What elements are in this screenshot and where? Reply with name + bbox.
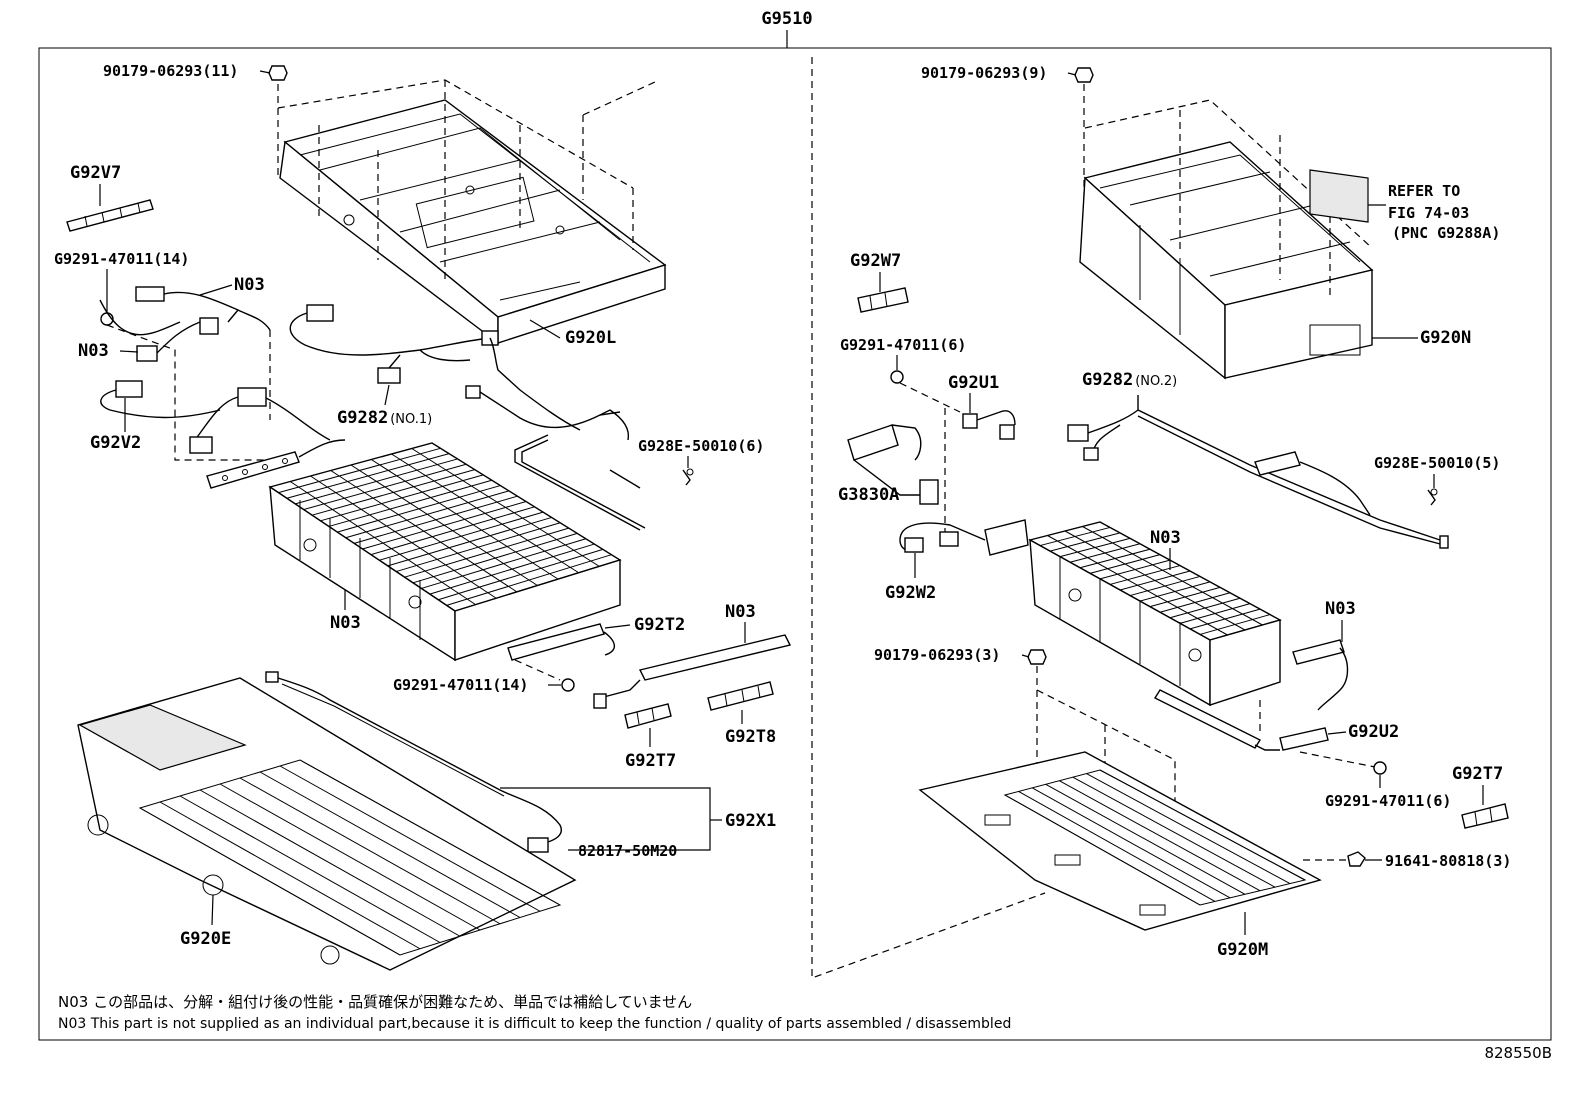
n03-right-stack-label: N03 — [1150, 528, 1181, 548]
right-clip-6a: G9291-47011(6) — [840, 336, 966, 413]
english-note: N03 This part is not supplied as an indi… — [58, 1016, 1012, 1032]
upper-case-g920n-drawing: G920N — [1079, 99, 1471, 380]
right-g928e-label: G928E-50010(5) — [1374, 454, 1500, 472]
refer-line-3: (PNC G9288A) — [1392, 224, 1500, 242]
g9282-no2-code: G9282 — [1082, 370, 1133, 390]
right-clip-6b: G9291-47011(6) — [1325, 761, 1451, 810]
n03-a-label: N03 — [234, 275, 265, 295]
left-nut-label: 90179-06293(11) — [103, 62, 238, 80]
n03-right-loose-label: N03 — [1325, 599, 1356, 619]
g92t8-label: G92T8 — [725, 727, 776, 747]
g92u1-label: G92U1 — [948, 373, 999, 393]
bracket-g92w7: G92W7 — [850, 251, 909, 313]
bolt-91641-label: 91641-80818(3) — [1385, 852, 1511, 870]
g92t2-label: G92T2 — [634, 615, 685, 635]
left-nut-11: 90179-06293(11) — [103, 62, 288, 81]
left-battery-stack: N03 — [268, 442, 622, 662]
bracket-g92t7-left: G92T7 — [624, 703, 676, 771]
g92v7-label: G92V7 — [70, 163, 121, 183]
g92t7-left-label: G92T7 — [625, 751, 676, 771]
main-part-label: G9510 — [761, 9, 812, 29]
japanese-note: N03 この部品は、分解・組付け後の性能・品質確保が困難なため、単品では補給して… — [58, 993, 693, 1011]
right-clip-6a-label: G9291-47011(6) — [840, 336, 966, 354]
harness-g9282-no2: G9282(NO.2) — [1067, 370, 1449, 549]
cable-bar-n03: N03 — [593, 602, 792, 709]
left-clip-14a-label: G9291-47011(14) — [54, 250, 189, 268]
left-clip-14b: G9291-47011(14) — [393, 676, 575, 694]
upper-case-g920l-drawing — [279, 99, 667, 345]
bracket-g92v7: G92V7 — [66, 163, 154, 232]
right-clip-6b-label: G9291-47011(6) — [1325, 792, 1451, 810]
g92x1-label: G92X1 — [725, 811, 776, 831]
busbar-g92u2: G92U2 — [1153, 689, 1399, 768]
g9282-no2-label: G9282(NO.2) — [1082, 370, 1177, 390]
g92v2-label: G92V2 — [90, 433, 141, 453]
harness-g92u1: G92U1 — [944, 373, 1016, 540]
code-82817-label: 82817-50M20 — [578, 842, 677, 860]
g92t7-right-label: G92T7 — [1452, 764, 1503, 784]
cable-g92x1: G92X1 82817-50M20 — [265, 671, 776, 860]
harness-g3830a: G3830A — [838, 424, 939, 505]
harness-g92w2: G92W2 — [885, 519, 1029, 603]
diagram-frame: G9510 — [38, 9, 1552, 1041]
right-nut-9: 90179-06293(9) — [921, 64, 1094, 250]
left-harness-n03: N03 N03 — [78, 275, 271, 420]
g92u2-label: G92U2 — [1348, 722, 1399, 742]
g92w2-label: G92W2 — [885, 583, 936, 603]
left-clip-14a: G9291-47011(14) — [54, 250, 275, 461]
left-g928e-label: G928E-50010(6) — [638, 437, 764, 455]
g9282-no1-label: G9282(NO.1) — [337, 408, 432, 428]
g920m-label: G920M — [1217, 940, 1268, 960]
n03-bar-label: N03 — [725, 602, 756, 622]
refer-to-note: REFER TO FIG 74-03 (PNC G9288A) — [1309, 169, 1500, 242]
g920n-label: G920N — [1420, 328, 1471, 348]
g92w7-label: G92W7 — [850, 251, 901, 271]
left-clip-14b-label: G9291-47011(14) — [393, 676, 528, 694]
n03-b-label: N03 — [78, 341, 109, 361]
g3830a-label: G3830A — [838, 485, 899, 505]
bracket-g92t7-right: G92T7 — [1452, 764, 1509, 829]
diagram-code: 828550B — [1484, 1044, 1552, 1062]
harness-n03-right: N03 — [1292, 599, 1356, 711]
harness-g92v2: G92V2 — [90, 380, 331, 454]
refer-line-1: REFER TO — [1388, 182, 1460, 200]
refer-line-2: FIG 74-03 — [1388, 204, 1469, 222]
g920l-label: G920L — [565, 328, 616, 348]
bracket-g92t8: G92T8 — [707, 681, 776, 747]
g9282-no1-code: G9282 — [337, 408, 388, 428]
harness-g9282-no1: G9282(NO.1) — [289, 304, 646, 531]
lower-tray-g920e: G920E — [77, 677, 577, 971]
n03-left-stack-label: N03 — [330, 613, 361, 633]
right-battery-stack: N03 — [1028, 521, 1282, 707]
left-busbar-strip — [206, 439, 346, 489]
bolt-91641: 91641-80818(3) — [1300, 851, 1511, 870]
left-case-bolt-guides — [277, 72, 656, 280]
right-bolt-g928e: G928E-50010(5) — [1374, 454, 1500, 506]
g9282-no2-suffix: (NO.2) — [1135, 374, 1177, 389]
g9282-no1-suffix: (NO.1) — [390, 412, 432, 427]
lower-tray-g920m: G920M — [918, 751, 1322, 960]
right-nut-3-label: 90179-06293(3) — [874, 646, 1000, 664]
left-bolt-g928e: G928E-50010(6) — [638, 437, 764, 486]
right-nut-9-label: 90179-06293(9) — [921, 64, 1047, 82]
busbar-g92t2: G92T2 — [507, 615, 685, 681]
g920e-label: G920E — [180, 929, 231, 949]
